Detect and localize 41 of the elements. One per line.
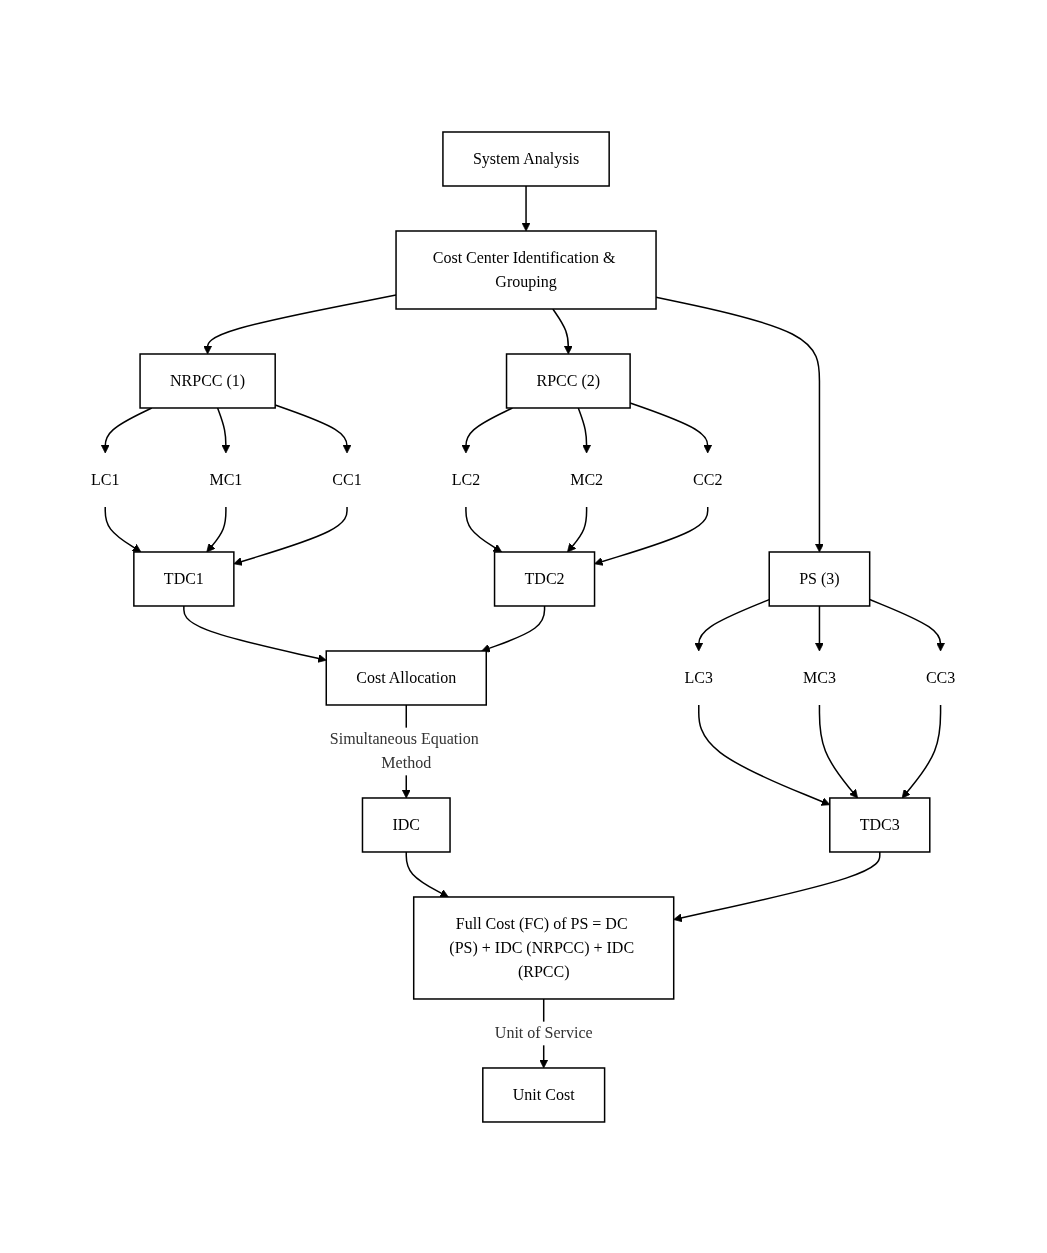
arrow [577, 406, 592, 453]
node-text: MC1 [209, 470, 243, 488]
node-box: Cost Center Identification & Grouping [395, 229, 658, 310]
arrow [567, 505, 588, 552]
node-box: RPCC (2) [506, 352, 632, 409]
node-text: CC1 [332, 470, 363, 488]
arrow [819, 703, 859, 798]
arrow [405, 850, 450, 897]
edge-label: Simultaneous Equation Method [330, 729, 480, 771]
node-text: MC2 [570, 470, 604, 488]
node-box: System Analysis [442, 130, 611, 187]
arrow [902, 703, 942, 798]
arrow [552, 307, 574, 354]
arrow [206, 505, 228, 552]
edge-label: Unit of Service [495, 1023, 593, 1041]
node-box: TDC3 [829, 796, 931, 853]
arrow [461, 406, 514, 453]
node-box: Cost Allocation [325, 649, 488, 706]
arrow [104, 505, 142, 552]
node-box: Unit Cost [482, 1066, 606, 1123]
arrow [481, 604, 546, 652]
arrow [522, 184, 531, 231]
arrow [815, 604, 825, 651]
node-text: LC3 [684, 668, 714, 686]
node-box: Full Cost (FC) of PS = DC (PS) + IDC (NRPCC) + IDC (RPCC) [413, 895, 675, 1000]
node-text: LC1 [91, 470, 120, 488]
node-text: MC3 [803, 668, 837, 686]
node-box: IDC [362, 796, 452, 853]
node-box: PS (3) [768, 550, 871, 607]
arrow [274, 403, 352, 453]
node-text: CC2 [693, 470, 723, 488]
arrow [465, 505, 503, 552]
arrow [594, 505, 709, 566]
node-text: LC2 [452, 470, 481, 488]
node-text: CC3 [926, 668, 956, 686]
node-box: NRPCC (1) [139, 352, 277, 409]
arrow [101, 406, 153, 453]
arrow [217, 406, 231, 453]
node-box: TDC2 [494, 550, 596, 607]
node-box: TDC1 [133, 550, 235, 607]
arrow [698, 703, 831, 806]
